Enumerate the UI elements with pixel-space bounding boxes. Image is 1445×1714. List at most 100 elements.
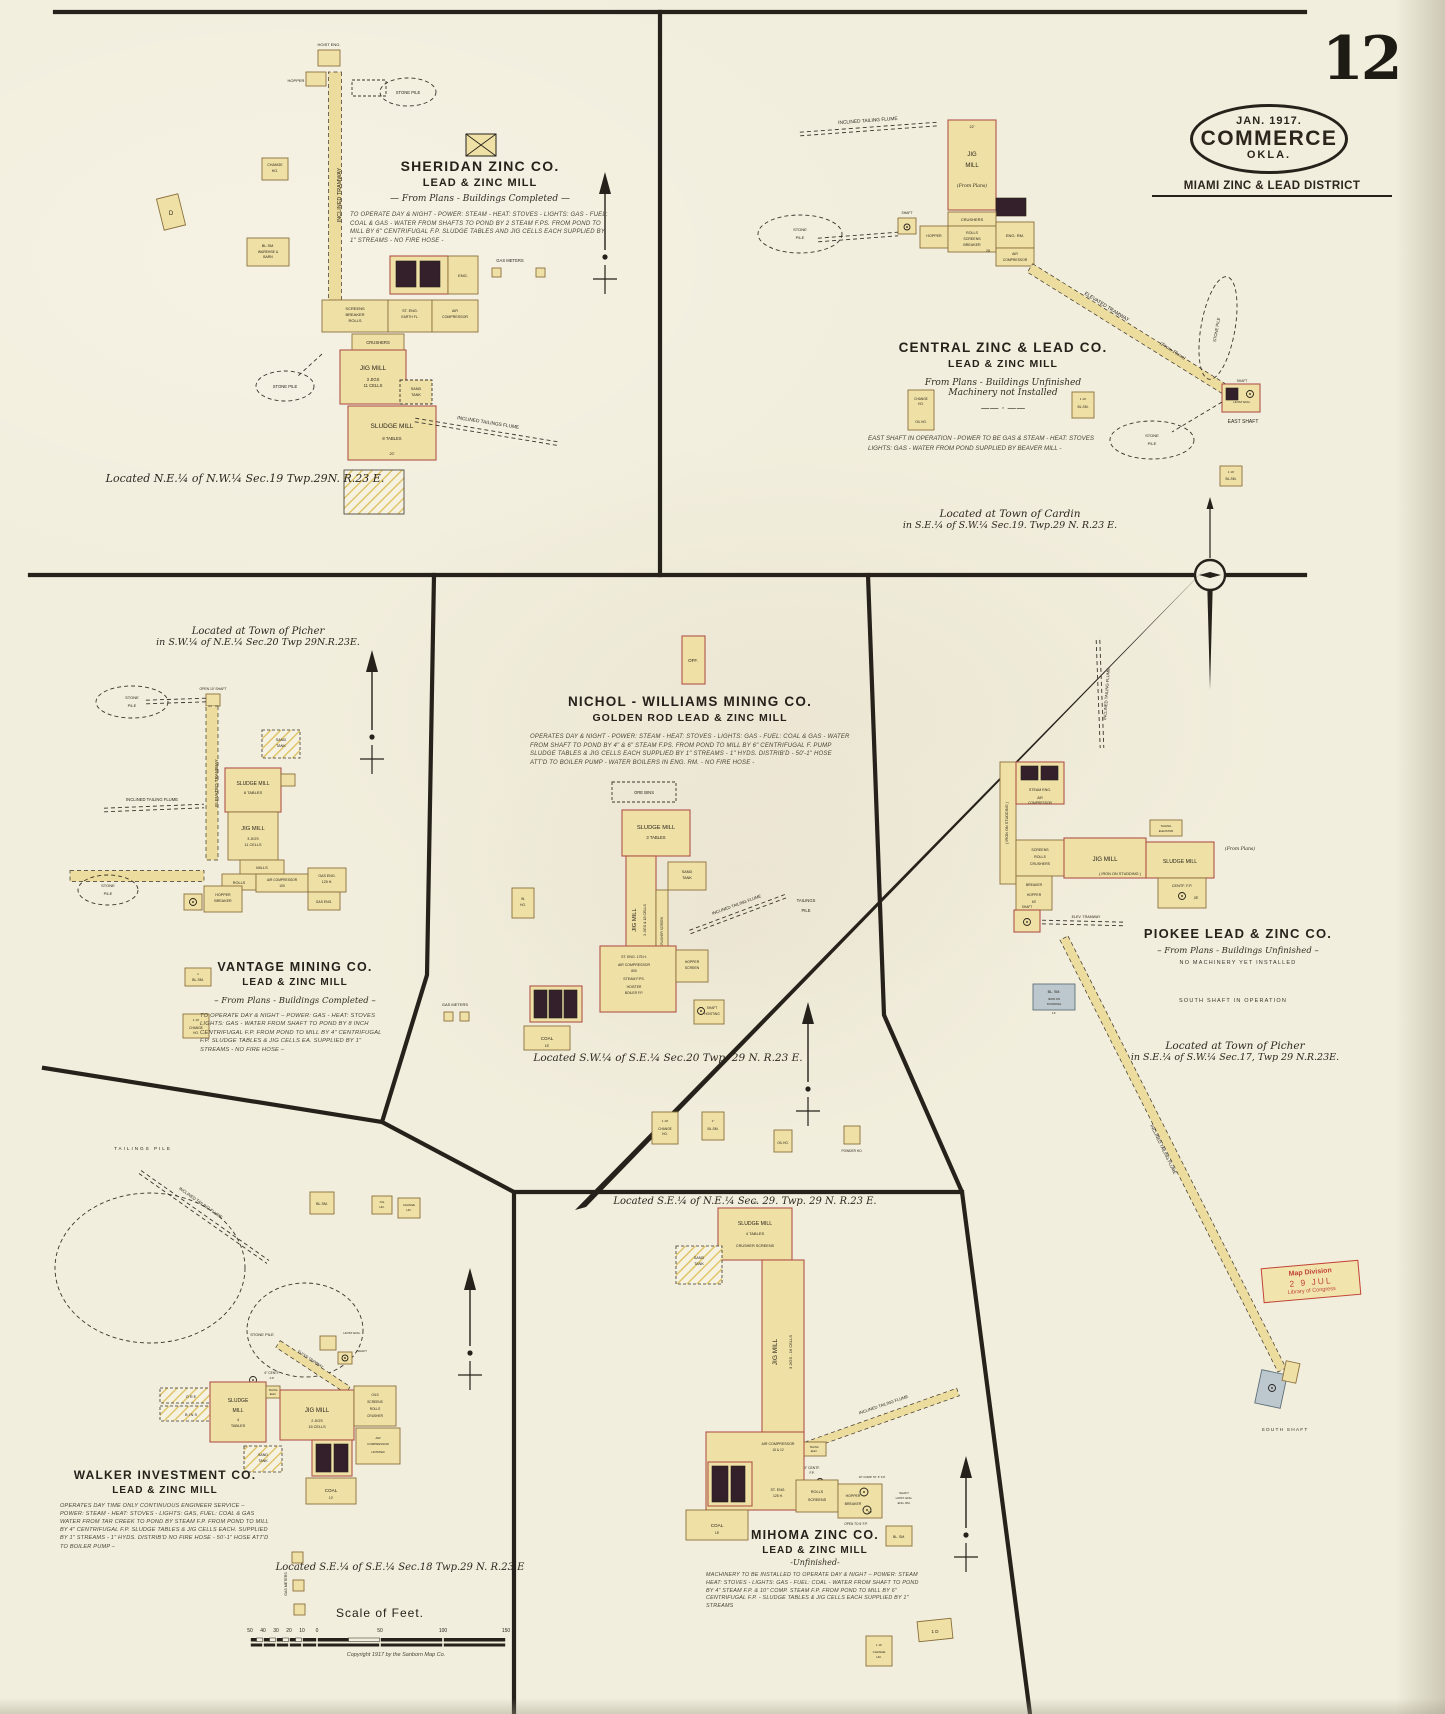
scale-bar-gap: [316, 1637, 318, 1648]
map-label: BREAKER: [345, 312, 364, 317]
map-label: 22': [970, 125, 975, 129]
map-label: GAS ENG.: [318, 874, 335, 878]
vantage-title: VANTAGE MINING CO.: [217, 960, 373, 974]
map-label: ENG. RM.: [1006, 233, 1024, 238]
map-dashed-line: [145, 697, 206, 701]
state-name: OKLA.: [1246, 149, 1292, 162]
map-building: [599, 945, 677, 1013]
map-label: TANK: [276, 744, 286, 748]
vantage-located-1: Located at Town of Picher: [191, 626, 325, 637]
stone-pile-outline: [1198, 276, 1238, 380]
map-building: [397, 1197, 421, 1219]
map-label: CHANGE: [403, 1203, 415, 1207]
map-label: PILE: [796, 235, 805, 240]
map-label: ENG.: [458, 273, 468, 278]
map-label: GAS ENG.: [316, 900, 332, 904]
map-label: TANK: [682, 876, 692, 880]
north-arrow-head: [960, 1456, 972, 1478]
commerce-oval-stamp: JAN. 1917. COMMERCE OKLA.: [1190, 104, 1348, 174]
pump-symbol-dot: [1249, 393, 1251, 395]
map-label: SLUDGE MILL: [371, 423, 414, 430]
map-label: 15 CELLS: [308, 1425, 326, 1429]
map-label: AIR: [1012, 252, 1018, 256]
map-building: [1013, 909, 1041, 933]
map-label: JIG: [967, 152, 977, 158]
tramway-strip: [1059, 935, 1287, 1373]
map-label: HOPPER: [846, 1494, 861, 1498]
map-label: O R E: [186, 1395, 197, 1399]
map-building: [339, 349, 407, 405]
map-label: SLUDGE MILL: [738, 1221, 772, 1227]
map-label: 125 H.: [322, 880, 333, 884]
pump-symbol: [341, 1354, 349, 1362]
piokee-status2: NO MACHINERY YET INSTALLED: [1179, 960, 1297, 966]
map-building: [347, 405, 437, 461]
pump-symbol: [697, 1007, 705, 1015]
map-label: BREAKER: [963, 243, 981, 247]
map-label: INCLINED TAILING FLUME: [126, 797, 178, 802]
map-label: STONE PILE: [396, 90, 421, 95]
map-label: HO.: [379, 1205, 385, 1209]
scale-bar-sub: [295, 1637, 302, 1642]
pump-symbol: [189, 898, 197, 906]
map-label: INCLINED TAILINGS FLUME: [457, 415, 520, 431]
mihoma-notes: MACHINERY TO BE INSTALLED TO OPERATE DAY…: [706, 1572, 919, 1610]
map-label: 1 10': [1228, 470, 1235, 474]
map-label: STONE PILE: [250, 1332, 274, 1337]
map-building: [447, 255, 479, 295]
north-arrow-head: [464, 1268, 476, 1290]
boiler-block: [711, 1465, 729, 1503]
map-label: HOPPER: [288, 78, 305, 83]
scale-bar-gap: [288, 1637, 290, 1648]
map-label: COMPRESSOR: [1003, 258, 1028, 262]
map-building: [305, 71, 327, 87]
map-label: SCREENS: [963, 237, 981, 241]
map-label: AIR COMPRESSOR: [267, 878, 298, 882]
mihoma-subtitle: LEAD & ZINC MILL: [762, 1545, 868, 1556]
map-label: ST. ENG.: [402, 309, 418, 313]
map-label: PILE: [104, 891, 113, 896]
map-label: F.P.: [270, 1376, 275, 1380]
map-building: [387, 299, 433, 333]
map-label: HOISTER: [627, 985, 642, 989]
piokee-located-2: in S.E.¼ of S.W.¼ Sec.17, Twp 29 N.R.23E…: [1130, 1052, 1340, 1063]
map-label: STONE: [793, 227, 807, 232]
scale-tick-label: 150: [502, 1628, 511, 1634]
map-label: 1": [712, 1119, 715, 1123]
tramway-strip: [275, 1340, 351, 1394]
boiler-block: [563, 989, 578, 1019]
scale-bar-sub: [282, 1637, 289, 1642]
scale-tick-label: 20: [286, 1628, 292, 1634]
central-located-1: Located at Town of Cardin: [939, 508, 1081, 520]
map-dashed-line: [800, 125, 939, 137]
map-label: 3 JIGS & 18 CELLS: [643, 904, 647, 936]
compass-hub: [1207, 572, 1213, 578]
map-label: 28: [986, 249, 990, 253]
map-label: ROLLS: [811, 1490, 824, 1494]
map-label: SHAFT: [901, 211, 912, 215]
map-label: AIR COMPRESSOR: [762, 1442, 795, 1446]
map-label: ROLLS: [348, 318, 361, 323]
scale-bar-sub: [348, 1637, 380, 1642]
boiler-block: [1225, 387, 1239, 401]
map-building: [717, 1207, 793, 1261]
map-label: SLUDGE MILL: [236, 781, 269, 787]
map-label: IRON ON: [1048, 997, 1060, 1001]
stone-pile-outline: [255, 370, 315, 402]
central-text-block: CENTRAL ZINC & LEAD CO. LEAD & ZINC MILL…: [843, 340, 1163, 414]
map-building: [255, 873, 309, 893]
piokee-title: PIOKEE LEAD & ZINC CO.: [1143, 926, 1333, 941]
map-label: 14': [1052, 1011, 1056, 1015]
map-label: JIG MILL: [360, 365, 387, 372]
map-label: 1 10': [1080, 397, 1087, 401]
central-notes-2: LIGHTS: GAS - WATER FROM POND SUPPLIED B…: [868, 444, 1062, 452]
map-building: [761, 1259, 805, 1461]
map-building: [279, 1389, 355, 1441]
map-label: BOILER F.P.: [625, 991, 644, 995]
map-building: [317, 49, 341, 67]
pump-symbol: [1023, 918, 1031, 926]
scale-bar-gap: [442, 1637, 444, 1648]
boiler-block: [995, 197, 1027, 217]
mihoma-title: MIHOMA ZINC CO.: [751, 1528, 879, 1542]
tramway-strip: [205, 705, 219, 861]
